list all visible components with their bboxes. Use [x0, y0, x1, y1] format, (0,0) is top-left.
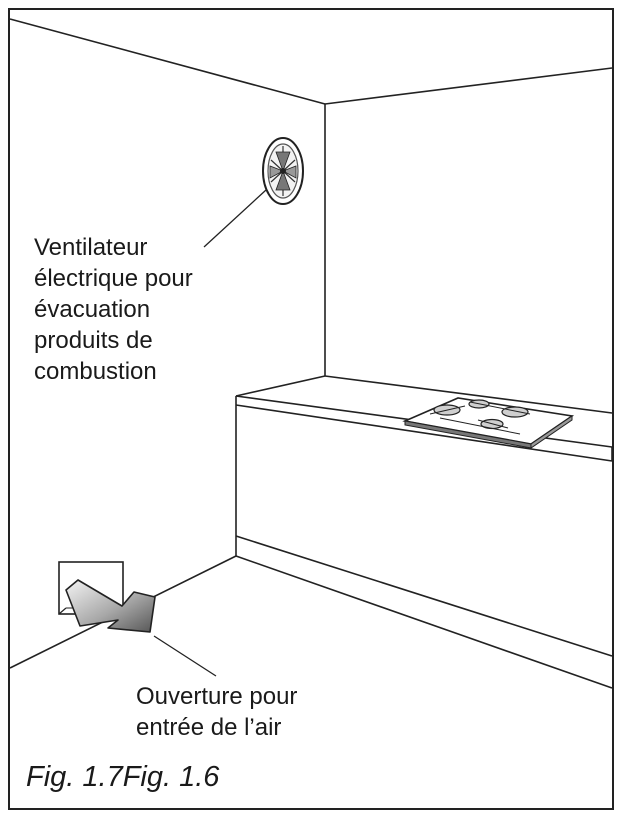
air-inlet-arrow-icon: [65, 579, 156, 633]
air-inlet-label: Ouverture pour entrée de l’air: [136, 681, 396, 743]
fan-label-line-4: produits de: [34, 327, 153, 354]
fan-label: Ventilateur électrique pour évacuation p…: [34, 232, 274, 387]
gas-hob-icon: [402, 397, 575, 449]
fan-label-line-2: électrique pour: [34, 265, 193, 292]
fan-label-line-3: évacuation: [34, 296, 151, 323]
fan-label-line-5: combustion: [34, 358, 157, 385]
air-label-line-2: entrée de l’air: [136, 714, 282, 741]
air-label-line-1: Ouverture pour: [136, 683, 298, 710]
kitchen-counter: [235, 375, 613, 689]
figure-caption: Fig. 1.7Fig. 1.6: [26, 761, 220, 793]
fan-label-line-1: Ventilateur: [34, 234, 148, 261]
air-leader-line: [153, 635, 217, 677]
fan-leader-line: [203, 189, 267, 248]
electric-fan-icon: [262, 137, 304, 205]
